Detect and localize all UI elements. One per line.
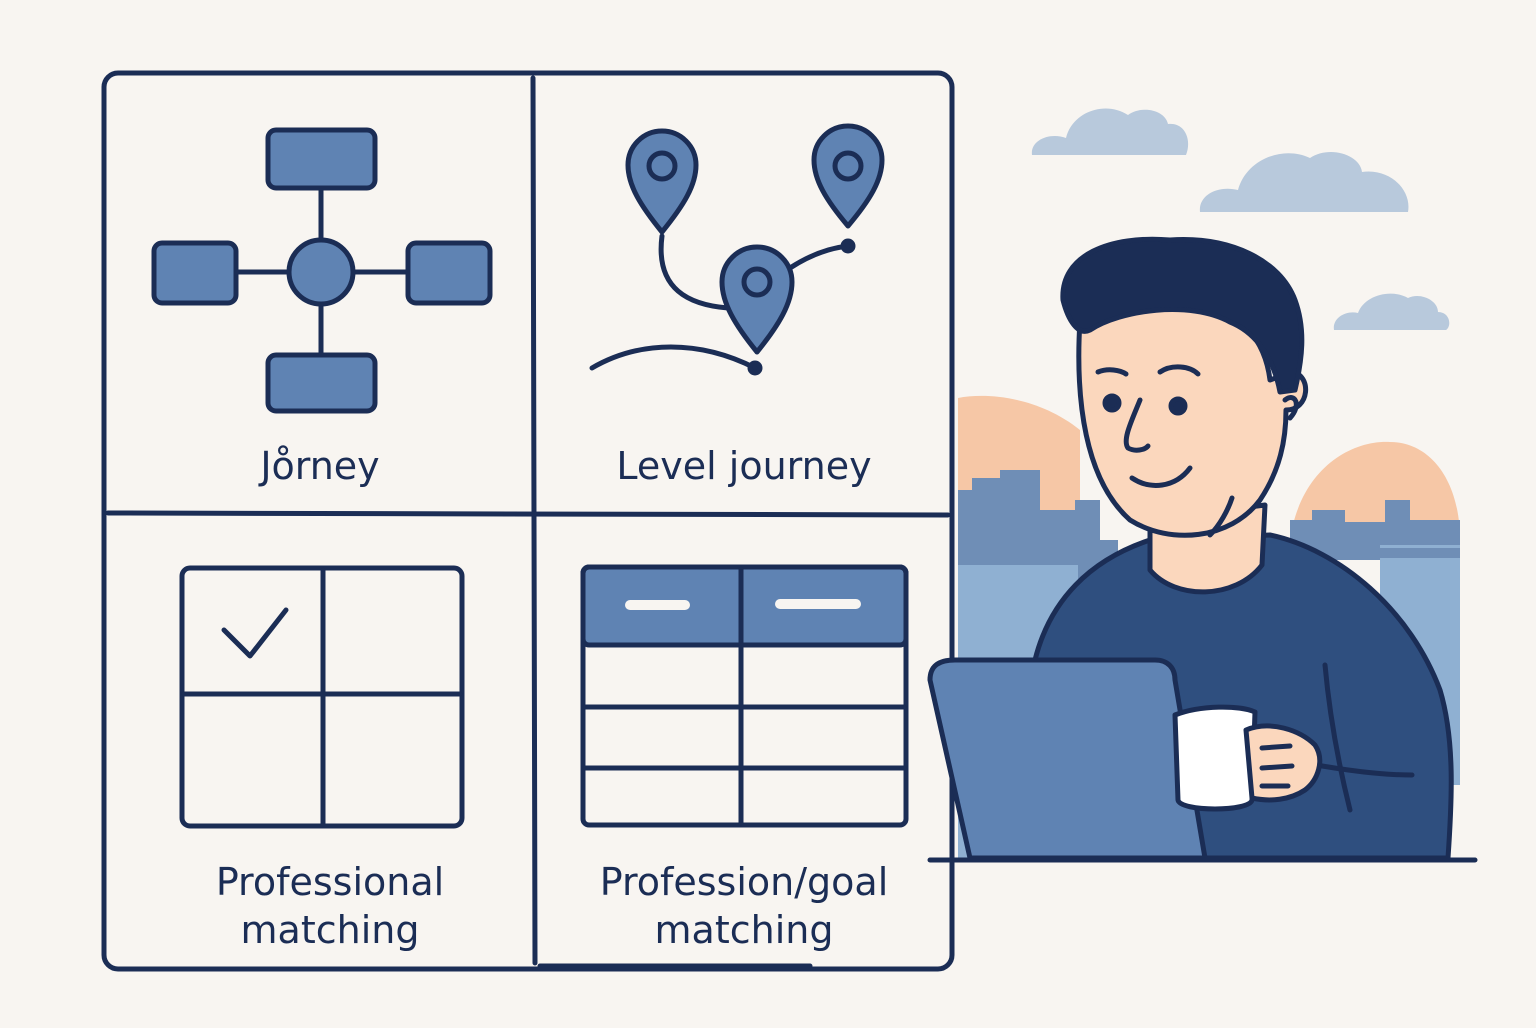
feature-grid	[101, 70, 955, 972]
profession-goal-matching-line-1: Profession/goal	[599, 860, 889, 904]
hub-diagram-icon	[151, 127, 493, 414]
professional-matching-label: Professional matching	[105, 858, 555, 954]
journey-label-text: Jo̊rney	[260, 444, 380, 488]
hair	[1060, 236, 1305, 395]
grid-divider-vertical	[530, 75, 538, 966]
cloud-icon	[1031, 108, 1450, 330]
profession-goal-matching-label: Profession/goal matching	[535, 858, 953, 954]
table-icon	[580, 564, 909, 828]
profession-goal-matching-line-2: matching	[654, 908, 834, 952]
grid-divider-horizontal	[105, 510, 951, 518]
map-pins-route-icon	[589, 123, 885, 376]
coffee-mug-icon	[1172, 704, 1323, 812]
professional-matching-line-1: Professional	[215, 860, 445, 904]
level-journey-label: Level journey	[535, 442, 953, 490]
professional-matching-line-2: matching	[240, 908, 420, 952]
hand	[1243, 723, 1323, 803]
journey-label: Jo̊rney	[105, 442, 535, 490]
laptop-icon	[927, 657, 1478, 863]
checkmark-icon	[221, 607, 289, 659]
grid-frame	[101, 70, 955, 972]
level-journey-label-text: Level journey	[616, 444, 872, 488]
checkbox-grid-icon	[179, 565, 465, 829]
